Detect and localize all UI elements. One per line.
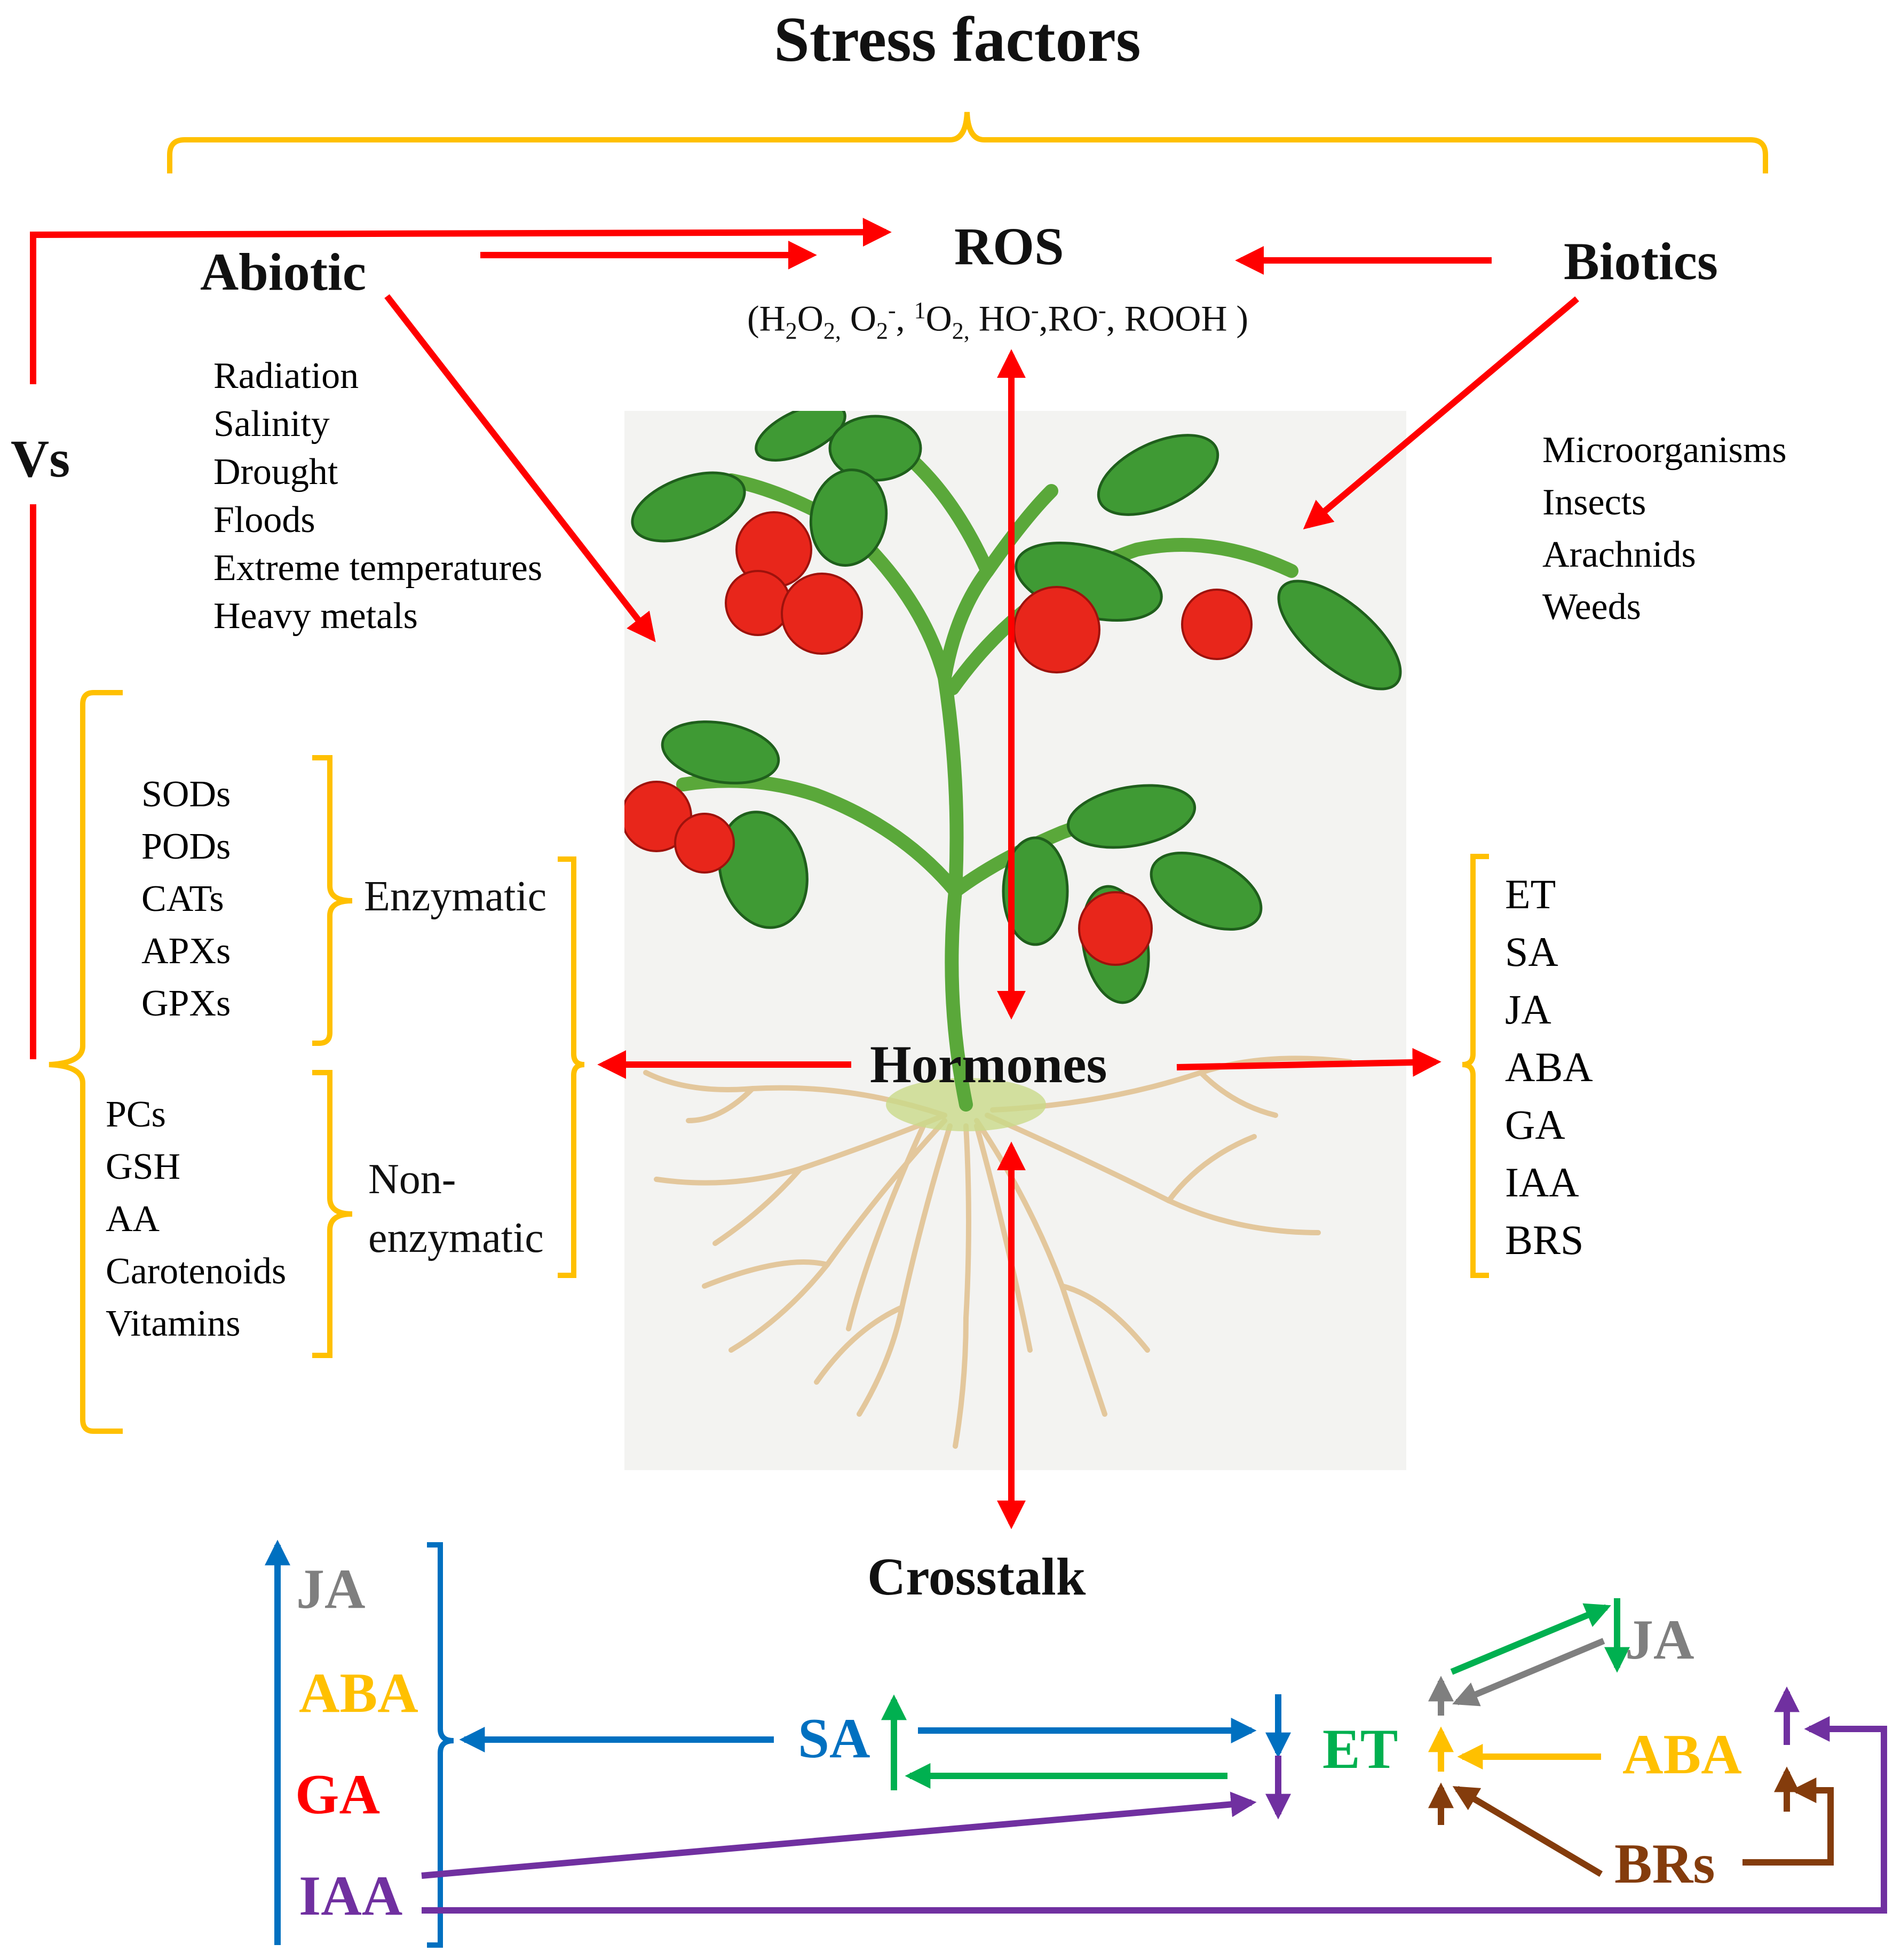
bracket-non-enzymatic [312, 1070, 353, 1358]
biotics-heading: Biotics [1564, 232, 1718, 291]
crosstalk-blue-bracket [427, 1542, 454, 1948]
abiotic-item: Heavy metals [213, 596, 418, 637]
non-enzymatic-label-line2: enzymatic [368, 1215, 544, 1261]
hormone-item: SA [1505, 929, 1558, 975]
enzymatic-item: GPXs [141, 983, 231, 1024]
crosstalk-heading: Crosstalk [867, 1547, 1086, 1606]
hormone-item: JA [1505, 986, 1551, 1033]
abiotic-list: Radiation Salinity Drought Floods Extrem… [213, 352, 542, 640]
arrow-iaa-long-loop [422, 1716, 1887, 1914]
enzymatic-label: Enzymatic [364, 873, 547, 920]
hormone-item: IAA [1505, 1159, 1579, 1205]
non-enzymatic-item: AA [106, 1199, 160, 1240]
hormone-item: GA [1505, 1101, 1565, 1148]
arrow-brs-to-aba [1742, 1778, 1834, 1866]
arrow-abiotic-to-plant [384, 294, 656, 642]
ros-formula: (H2O2, O2-, 1O2, HO-,RO-, ROOH ) [747, 297, 1249, 344]
enzymatic-item: APXs [141, 931, 231, 972]
plant-tomatoes [624, 511, 1253, 966]
arrow-ja-to-et-gray [1452, 1638, 1605, 1707]
vs-line-top [30, 218, 892, 384]
abiotic-heading: Abiotic [200, 242, 367, 301]
hormone-item: ET [1505, 871, 1556, 917]
page-title: Stress factors [774, 4, 1141, 75]
enzymatic-item: PODs [141, 826, 231, 867]
hormones-heading: Hormones [870, 1035, 1107, 1094]
bracket-enzymatic [312, 755, 353, 1046]
stress-factors-brace [167, 112, 1768, 173]
arrow-brs-to-et [1452, 1786, 1603, 1877]
crosstalk-brs: BRs [1614, 1832, 1715, 1895]
biotic-list: Microorganisms Insects Arachnids Weeds [1542, 424, 1787, 633]
non-enzymatic-label-line1: Non- [368, 1156, 456, 1203]
hormone-item: ABA [1505, 1044, 1593, 1090]
non-enzymatic-list: PCs GSH AA Carotenoids Vitamins [106, 1089, 286, 1350]
arrow-et-to-ja-green [1450, 1603, 1611, 1675]
arrow-biotic-to-plant [1303, 296, 1579, 529]
abiotic-item: Floods [213, 499, 315, 541]
abiotic-item: Drought [213, 451, 338, 493]
non-enzymatic-item: PCs [106, 1094, 166, 1135]
ros-heading: ROS [954, 217, 1064, 276]
crosstalk-left-iaa: IAA [299, 1864, 403, 1927]
bracket-antioxidants-outer [49, 690, 123, 1434]
non-enzymatic-item: Carotenoids [106, 1251, 287, 1292]
crosstalk-left-ga: GA [295, 1763, 380, 1826]
biotic-item: Weeds [1542, 586, 1641, 628]
non-enzymatic-item: GSH [106, 1146, 181, 1187]
biotic-item: Insects [1542, 482, 1646, 523]
bracket-antioxidant-types [558, 856, 585, 1278]
abiotic-item: Salinity [213, 403, 330, 445]
crosstalk-ja: JA [1625, 1608, 1694, 1671]
hormone-list: ET SA JA ABA GA IAA BRS [1505, 866, 1593, 1269]
crosstalk-sa: SA [798, 1707, 870, 1769]
hormone-item: BRS [1505, 1217, 1584, 1263]
enzymatic-item: CATs [141, 878, 224, 919]
biotic-item: Arachnids [1542, 534, 1696, 575]
abiotic-item: Extreme temperatures [213, 547, 543, 589]
abiotic-item: Radiation [213, 355, 359, 396]
non-enzymatic-item: Vitamins [106, 1303, 241, 1344]
crosstalk-left-aba: ABA [299, 1662, 418, 1724]
crosstalk-et: ET [1322, 1718, 1398, 1780]
arrow-iaa-to-et [421, 1791, 1257, 1879]
crosstalk-aba: ABA [1622, 1723, 1742, 1786]
vs-label: Vs [11, 429, 70, 488]
biotic-item: Microorganisms [1542, 430, 1787, 471]
arrow-hormones-to-list [1176, 1048, 1441, 1077]
bracket-hormone-list [1462, 854, 1489, 1278]
crosstalk-left-ja: JA [296, 1558, 366, 1620]
enzymatic-item: SODs [141, 774, 231, 815]
enzymatic-list: SODs PODs CATs APXs GPXs [141, 768, 231, 1030]
